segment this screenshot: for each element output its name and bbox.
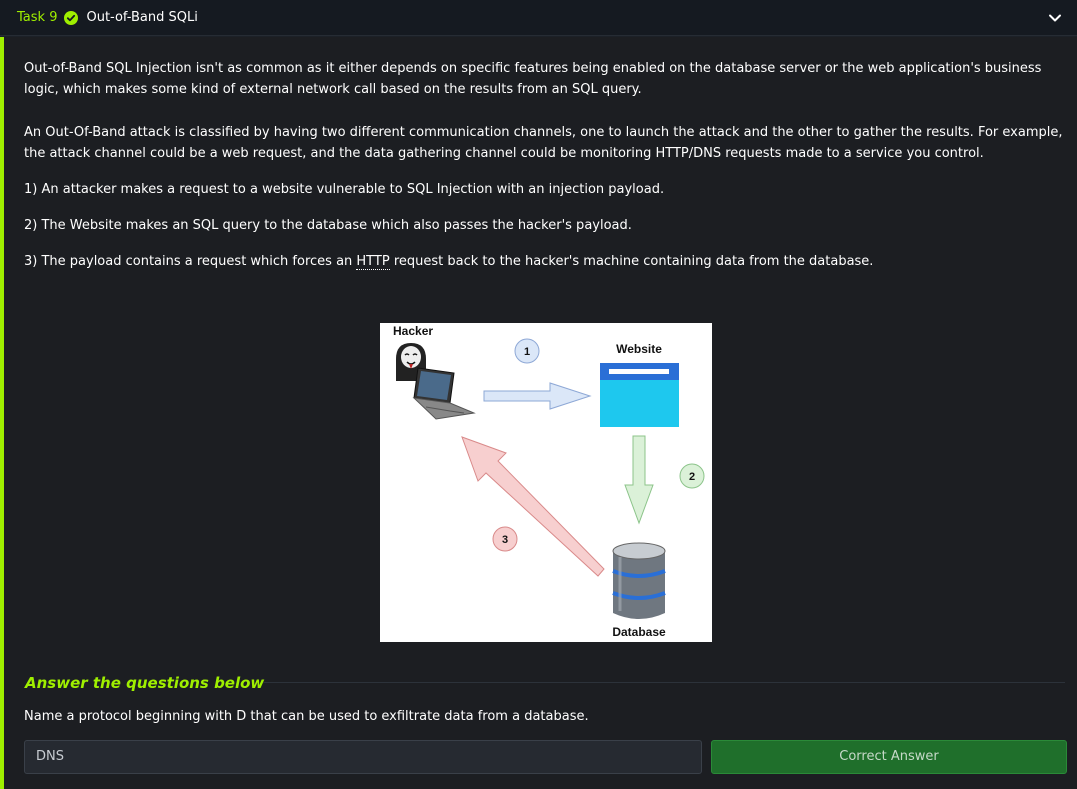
arrow-query xyxy=(624,435,654,525)
answer-input[interactable]: DNS xyxy=(24,740,702,774)
task-number: Task 9 xyxy=(17,10,58,25)
oob-diagram: Hacker 1 Website xyxy=(380,323,712,642)
website-icon xyxy=(600,363,679,427)
step-2-text: 2) The Website makes an SQL query to the… xyxy=(24,218,632,233)
database-label: Database xyxy=(612,625,666,639)
correct-answer-button[interactable]: Correct Answer xyxy=(711,740,1067,774)
paragraph-intro: Out-of-Band SQL Injection isn't as commo… xyxy=(24,61,1042,97)
arrow-exfiltration xyxy=(461,436,605,577)
task-header[interactable]: Task 9 Out-of-Band SQLi xyxy=(0,0,1077,36)
database-icon xyxy=(612,542,666,619)
step-2-badge xyxy=(679,463,705,489)
heading-divider xyxy=(263,682,1065,683)
step-1-text: 1) An attacker makes a request to a webs… xyxy=(24,182,665,197)
answers-heading: Answer the questions below xyxy=(25,674,265,692)
question-text: Name a protocol beginning with D that ca… xyxy=(24,709,589,724)
laptop-icon xyxy=(412,367,476,420)
step-1-badge xyxy=(514,338,540,364)
step-3-suffix: request back to the hacker's machine con… xyxy=(389,254,874,269)
website-label: Website xyxy=(616,342,662,356)
svg-text:2: 2 xyxy=(689,471,695,483)
step-3-prefix: 3) The payload contains a request which … xyxy=(24,254,357,269)
step-3-text: 3) The payload contains a request which … xyxy=(24,251,1064,272)
paragraph-channels: An Out-Of-Band attack is classified by h… xyxy=(24,125,1063,161)
svg-text:3: 3 xyxy=(502,534,508,546)
task-content: Out-of-Band SQL Injection isn't as commo… xyxy=(0,37,1077,789)
check-circle-icon xyxy=(64,10,79,25)
step-3-badge xyxy=(492,526,518,552)
task-title: Out-of-Band SQLi xyxy=(86,10,198,25)
chevron-down-icon[interactable] xyxy=(1047,10,1063,26)
http-abbreviation: HTTP xyxy=(356,254,390,270)
hacker-label: Hacker xyxy=(393,324,433,338)
svg-text:1: 1 xyxy=(524,346,530,358)
arrow-request xyxy=(483,382,592,410)
